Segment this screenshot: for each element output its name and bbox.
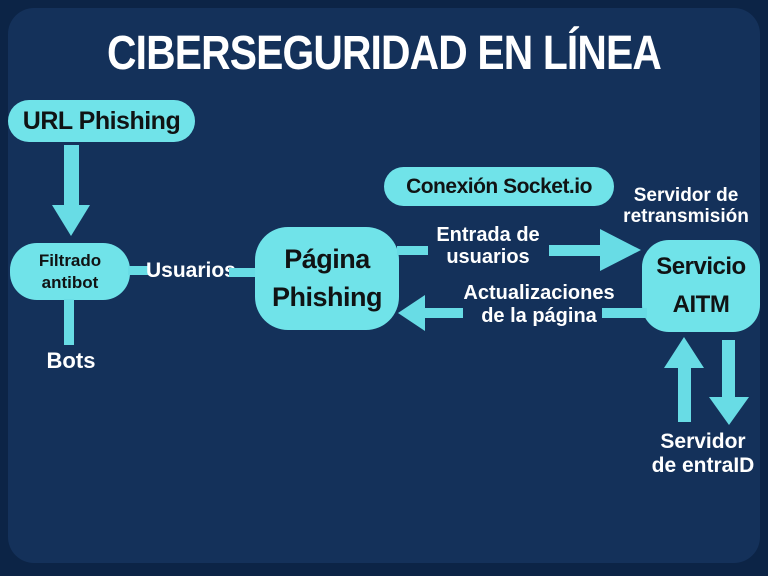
connector-filtrado-to-bots [64, 299, 74, 345]
node-servicio-aitm: Servicio AITM [642, 240, 760, 332]
arrow-shaft [678, 366, 691, 422]
node-servicio-line1: Servicio [656, 252, 746, 280]
node-filtrado-line1: Filtrado [38, 251, 102, 271]
connector-usuarios-to-pagina [229, 268, 256, 277]
label-retrans-line2: retransmisión [623, 206, 749, 228]
arrow-shaft [549, 245, 601, 256]
label-actualiza-line1: Actualizaciones [463, 282, 615, 304]
label-entraid-line2: de entraID [651, 454, 755, 478]
node-pagina-line2: Phishing [272, 281, 383, 312]
arrow-head-down [52, 205, 90, 236]
arrow-head-left [398, 295, 425, 331]
arrow-head-up [664, 337, 704, 368]
arrow-head-down [709, 397, 749, 425]
label-bots: Bots [46, 348, 96, 373]
label-actualiza-line2: de la página [481, 305, 597, 327]
label-usuarios: Usuarios [146, 259, 236, 282]
node-url-phishing-label: URL Phishing [22, 106, 181, 135]
label-servidor-retransmision: Servidor de retransmisión [612, 185, 760, 228]
label-servidor-entraid: Servidor de entraID [628, 430, 768, 478]
node-pagina-phishing: Página Phishing [255, 227, 399, 330]
arrow-head-right [600, 229, 641, 271]
page-title: CIBERSEGURIDAD EN LÍNEA [107, 27, 662, 80]
connector-pagina-to-entrada [397, 246, 428, 255]
node-filtrado-antibot: Filtrado antibot [10, 243, 130, 300]
label-entraid-line1: Servidor [660, 430, 746, 453]
arrow-shaft [722, 340, 735, 398]
arrow-shaft [64, 145, 79, 207]
node-servicio-line2: AITM [672, 291, 730, 318]
label-entrada-usuarios: Entrada de usuarios [427, 224, 549, 268]
node-filtrado-line2: antibot [41, 272, 99, 292]
label-retrans-line1: Servidor de [633, 185, 739, 206]
node-conexion-label: Conexión Socket.io [406, 174, 592, 198]
node-pagina-line1: Página [284, 243, 370, 274]
label-entrada-line2: usuarios [446, 246, 530, 268]
label-entrada-line1: Entrada de [436, 224, 540, 246]
label-actualizaciones: Actualizaciones de la página [443, 282, 635, 328]
node-conexion-socket: Conexión Socket.io [384, 167, 614, 206]
arrow-shaft [424, 308, 463, 318]
arrow-shaft [602, 308, 647, 318]
node-url-phishing: URL Phishing [8, 100, 195, 142]
connector-filtrado-to-usuarios [128, 266, 149, 275]
